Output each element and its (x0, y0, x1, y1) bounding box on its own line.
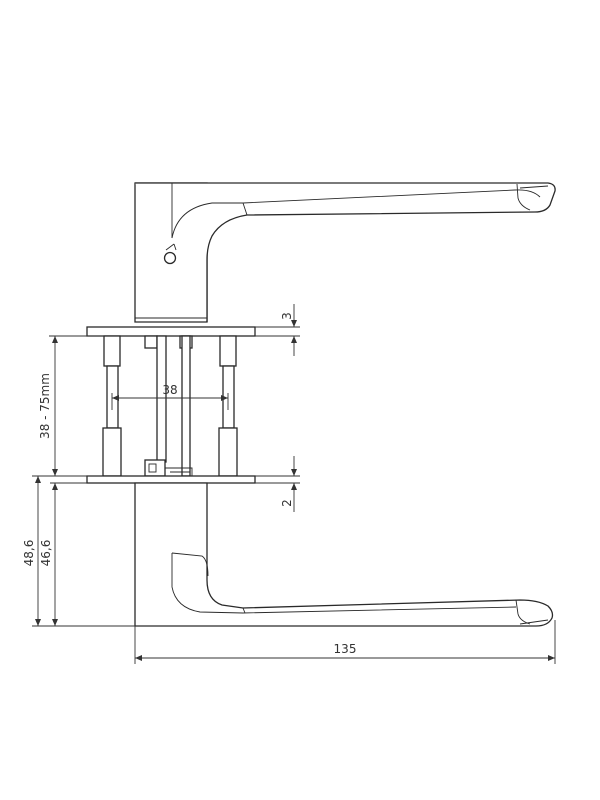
upper-lever-handle (134, 182, 556, 323)
dimension-label-lever-length: 135 (334, 642, 357, 656)
dimension-label-top-rose: 3 (280, 312, 294, 320)
dimension-top-rose-thickness: 3 (255, 304, 300, 356)
bottom-rose-plate (86, 475, 256, 484)
dimension-label-fixing-centres: 38 (162, 383, 177, 397)
dimension-overall-heights: 48,6 46,6 (22, 475, 135, 627)
fixing-screws-and-spindle (102, 335, 238, 477)
dimension-bottom-rose-thickness: 2 (255, 456, 300, 512)
lower-lever-handle (134, 482, 554, 627)
dimension-fixing-centres: 38 (111, 383, 229, 410)
dimension-label-door-thickness: 38 - 75mm (38, 373, 52, 439)
dimension-lever-length: 135 (134, 620, 556, 664)
dimension-label-inner-height: 46,6 (39, 540, 53, 567)
dimension-door-thickness: 38 - 75mm (38, 335, 104, 477)
dimension-label-outer-height: 48,6 (22, 540, 36, 567)
dimension-label-bottom-rose: 2 (280, 499, 294, 507)
